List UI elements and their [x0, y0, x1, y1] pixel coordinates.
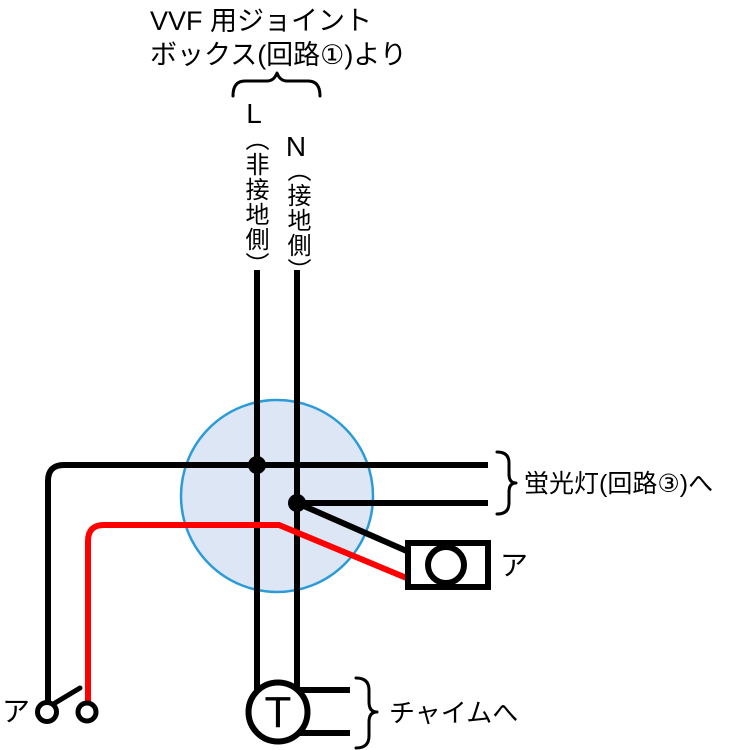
neutral-wire-label: （接地側）	[283, 158, 310, 283]
chime-brace-icon	[354, 676, 379, 750]
chime-output-label: チャイムへ	[389, 698, 519, 728]
lamp-label: ア	[500, 550, 529, 581]
lamp-neutral-wire	[295, 500, 411, 555]
switch-contact-right	[75, 700, 99, 724]
switch-label: ア	[2, 696, 31, 727]
junction-dot-bottom	[288, 494, 306, 512]
chime-transformer-circle	[245, 679, 311, 745]
fluorescent-brace-icon	[495, 450, 518, 516]
lamp-symbol-circle	[425, 544, 467, 586]
switch-lever	[52, 685, 83, 706]
header-line-2: ボックス(回路①)より	[150, 40, 407, 70]
junction-dot-top	[248, 456, 266, 474]
live-wire-letter: L	[246, 98, 262, 129]
header-line-1: VVF 用ジョイント	[150, 6, 373, 36]
top-brace-icon	[231, 71, 322, 98]
joint-box-circle	[179, 398, 375, 594]
switch-contact-left	[35, 700, 59, 724]
fluorescent-output-label: 蛍光灯(回路③)へ	[524, 470, 714, 498]
chime-transformer-letter: T	[264, 688, 292, 737]
live-wire-label: （非接地側）	[241, 127, 268, 277]
neutral-wire-letter: N	[285, 131, 307, 162]
branch-wire-fluorescent-live	[45, 462, 488, 706]
red-switched-wire	[85, 522, 411, 706]
